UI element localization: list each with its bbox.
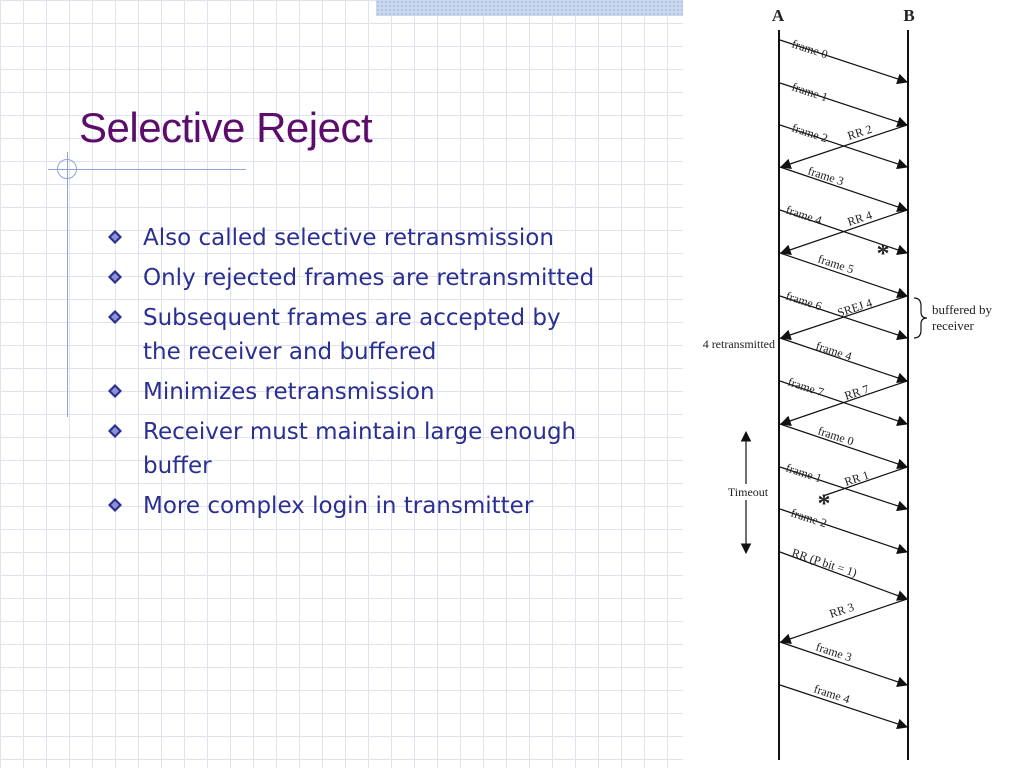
arrow-frame-3: [779, 166, 909, 212]
bullet-item: Minimizes retransmission: [104, 375, 604, 409]
buffered-label-line-1: buffered by: [932, 302, 993, 317]
arrow-rr-1-lost: [822, 466, 908, 497]
sequence-diagram: A B: [683, 0, 1024, 768]
arrow-rr-pbit: [779, 551, 909, 601]
arrow-rr-4: [779, 209, 908, 255]
label-rr-pbit: RR (P bit = 1): [790, 546, 859, 580]
diamond-bullet-icon: [108, 230, 122, 244]
arrow-frame-4-b: [779, 684, 909, 730]
label-frame-6: frame 6: [784, 289, 824, 314]
label-frame-4: frame 4: [784, 203, 824, 228]
label-rr-7: RR 7: [843, 382, 871, 403]
label-frame-7: frame 7: [786, 375, 826, 400]
lost-ack-marker: *: [818, 489, 831, 518]
diamond-bullet-icon: [108, 310, 122, 324]
bullet-text: Receiver must maintain large enough buff…: [143, 419, 577, 479]
label-frame-5: frame 5: [816, 252, 856, 277]
bullet-text: More complex login in transmitter: [143, 493, 534, 519]
diamond-bullet-icon: [108, 424, 122, 438]
decorative-circle: [57, 159, 77, 179]
retransmitted-label: 4 retransmitted: [703, 337, 775, 351]
bullet-text: Minimizes retransmission: [143, 379, 435, 405]
buffered-brace: [913, 297, 928, 339]
label-srej-4: SREJ 4: [836, 296, 874, 320]
buffered-label-line-2: receiver: [932, 318, 975, 333]
arrow-rr-2: [779, 124, 908, 170]
bullet-list: Also called selective retransmission Onl…: [104, 221, 604, 529]
label-frame-1-b: frame 1: [784, 461, 824, 486]
station-b-label: B: [903, 6, 914, 25]
arrow-srej-4: [779, 295, 908, 341]
bullet-text: Also called selective retransmission: [143, 225, 554, 251]
arrow-frame-5: [779, 252, 909, 298]
label-frame-0-b: frame 0: [816, 424, 856, 449]
slide-title: Selective Reject: [79, 104, 373, 151]
bullet-item: Receiver must maintain large enough buff…: [104, 415, 604, 483]
station-a-label: A: [772, 6, 785, 25]
lost-frame-marker: *: [877, 239, 890, 268]
arrow-frame-1: [779, 82, 909, 128]
arrow-frame-0-b: [779, 423, 909, 469]
decorative-horizontal-line: [48, 169, 246, 170]
label-frame-2: frame 2: [790, 121, 830, 146]
label-frame-1: frame 1: [790, 80, 830, 105]
label-frame-0: frame 0: [790, 37, 830, 62]
diamond-bullet-icon: [108, 270, 122, 284]
bullet-item: Subsequent frames are accepted by the re…: [104, 301, 604, 369]
bullet-text: Subsequent frames are accepted by the re…: [143, 305, 561, 365]
sequence-diagram-svg: A B: [703, 6, 993, 760]
decorative-vertical-line: [67, 152, 68, 417]
arrow-rr-7: [779, 380, 908, 426]
arrow-frame-2-b: [779, 508, 909, 554]
diamond-bullet-icon: [108, 498, 122, 512]
arrow-rr-3: [779, 598, 908, 644]
arrow-frame-1-b: [779, 466, 909, 512]
bullet-item: Also called selective retransmission: [104, 221, 604, 255]
bullet-item: More complex login in transmitter: [104, 489, 604, 523]
arrow-frame-3-b: [779, 641, 909, 687]
arrow-frame-4-retx: [779, 337, 909, 383]
timeout-label: Timeout: [728, 485, 769, 499]
bullet-item: Only rejected frames are retransmitted: [104, 261, 604, 295]
label-rr-1: RR 1: [843, 468, 871, 489]
label-rr-2: RR 2: [846, 122, 874, 143]
label-frame-3: frame 3: [806, 164, 846, 189]
timeout-label-bg: [723, 484, 771, 500]
diamond-bullet-icon: [108, 384, 122, 398]
arrow-frame-0: [779, 39, 909, 85]
label-frame-4-retx: frame 4: [814, 339, 854, 364]
bullet-text: Only rejected frames are retransmitted: [143, 265, 595, 291]
